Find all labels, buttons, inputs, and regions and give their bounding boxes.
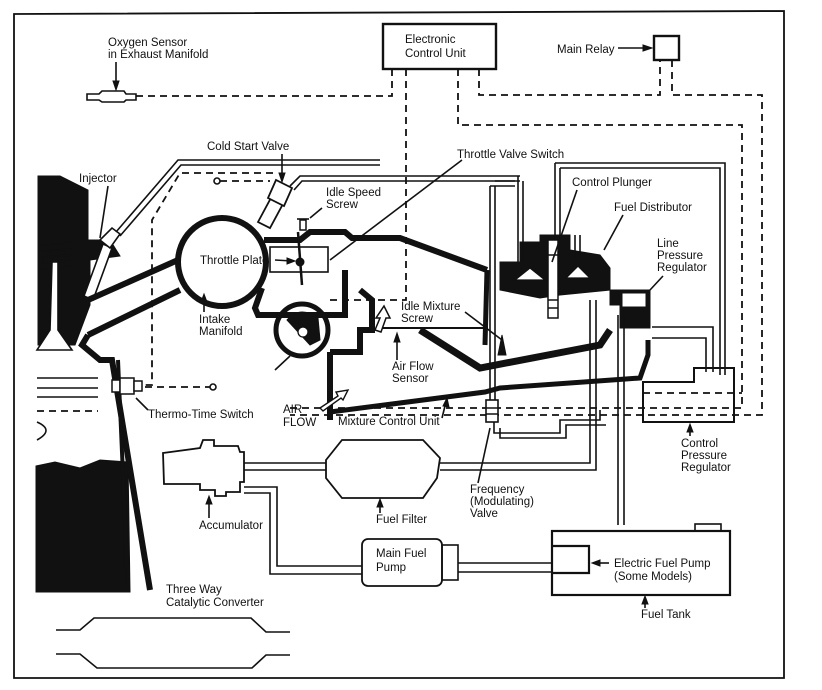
fuel-lines xyxy=(244,410,597,575)
ecu-label-line1: Electronic xyxy=(405,34,456,46)
frequency-valve-label-line1: Frequency xyxy=(470,484,525,496)
catalytic-converter: Three Way Catalytic Converter xyxy=(56,584,290,669)
air-flow-sensor: Air Flow Sensor xyxy=(273,287,488,420)
main-relay-label: Main Relay xyxy=(557,44,615,56)
idle-speed-screw-label-line2: Screw xyxy=(326,199,359,211)
frequency-valve: Frequency (Modulating) Valve xyxy=(470,399,606,520)
line-pressure-regulator-label-line2: Pressure xyxy=(657,250,703,262)
fuel-tank: Electric Fuel Pump (Some Models) Fuel Ta… xyxy=(550,523,732,621)
intake-manifold: Intake Manifold xyxy=(78,215,489,591)
electrical-wiring xyxy=(136,60,763,416)
throttle-valve-switch-label: Throttle Valve Switch xyxy=(457,149,564,161)
mixture-control-unit: Mixture Control Unit AIR FLOW Idle Mixtu… xyxy=(283,269,651,429)
air-flow-label-line1: AIR xyxy=(283,404,302,416)
catalytic-converter-label-line2: Catalytic Converter xyxy=(166,597,264,609)
accumulator: Accumulator xyxy=(162,439,263,532)
fuel-filter-label: Fuel Filter xyxy=(376,514,427,526)
engine-cylinder-head xyxy=(35,175,131,593)
main-fuel-pump: Main Fuel Pump xyxy=(361,538,459,587)
fuel-filter: Fuel Filter xyxy=(325,439,441,526)
line-pressure-regulator-label-line3: Regulator xyxy=(657,262,707,274)
main-fuel-pump-label-line2: Pump xyxy=(376,562,406,574)
thermo-time-switch-label: Thermo-Time Switch xyxy=(148,409,254,421)
idle-mixture-screw-label-line1: Idle Mixture xyxy=(401,301,460,313)
control-pressure-regulator-label-line2: Pressure xyxy=(681,450,727,462)
idle-speed-screw: Idle Speed Screw xyxy=(297,187,381,231)
cold-start-valve: Cold Start Valve xyxy=(207,141,520,230)
electric-fuel-pump-label-line1: Electric Fuel Pump xyxy=(614,558,711,570)
ecu-label-line2: Control Unit xyxy=(405,48,467,60)
cold-start-valve-label: Cold Start Valve xyxy=(207,141,289,153)
main-fuel-pump-label-line1: Main Fuel xyxy=(376,548,427,560)
control-pressure-regulator-label-line3: Regulator xyxy=(681,462,731,474)
accumulator-label: Accumulator xyxy=(199,520,263,532)
line-pressure-regulator: Line Pressure Regulator xyxy=(589,238,714,525)
idle-mixture-screw-label-line2: Screw xyxy=(401,313,434,325)
air-flow-label-line2: FLOW xyxy=(283,417,316,429)
electronic-control-unit: Electronic Control Unit xyxy=(381,22,498,71)
oxygen-sensor-label-line1: Oxygen Sensor xyxy=(108,37,187,49)
intake-manifold-label-line1: Intake xyxy=(199,314,230,326)
mixture-control-unit-label: Mixture Control Unit xyxy=(338,416,440,428)
thermo-time-switch: Thermo-Time Switch xyxy=(111,377,254,421)
control-pressure-regulator-label-line1: Control xyxy=(681,438,718,450)
idle-speed-screw-label-line1: Idle Speed xyxy=(326,187,381,199)
catalytic-converter-label-line1: Three Way xyxy=(166,584,222,596)
air-flow-sensor-label-line1: Air Flow xyxy=(392,361,434,373)
frequency-valve-label-line3: Valve xyxy=(470,508,498,520)
fuel-distributor-label: Fuel Distributor xyxy=(614,202,692,214)
fuel-distributor: Control Plunger Fuel Distributor xyxy=(489,162,726,400)
injector-leader xyxy=(99,185,109,239)
throttle-body: Throttle Plate Throttle Valve Switch xyxy=(200,149,564,286)
main-relay: Main Relay xyxy=(557,34,681,62)
control-plunger-label: Control Plunger xyxy=(572,177,652,189)
oxygen-sensor-label-line2: in Exhaust Manifold xyxy=(108,49,208,61)
intake-manifold-label-line2: Manifold xyxy=(199,326,242,338)
frequency-valve-label-line2: (Modulating) xyxy=(470,496,534,508)
control-pressure-regulator: Control Pressure Regulator xyxy=(642,367,742,474)
electric-fuel-pump-label-line2: (Some Models) xyxy=(614,571,692,583)
oxygen-sensor: Oxygen Sensor in Exhaust Manifold xyxy=(86,37,208,103)
air-flow-sensor-label-line2: Sensor xyxy=(392,373,429,385)
diagram-border xyxy=(13,10,785,679)
injector-label: Injector xyxy=(79,173,117,185)
fuel-tank-label: Fuel Tank xyxy=(641,609,691,621)
throttle-plate-label: Throttle Plate xyxy=(200,255,268,267)
line-pressure-regulator-label-line1: Line xyxy=(657,238,679,250)
